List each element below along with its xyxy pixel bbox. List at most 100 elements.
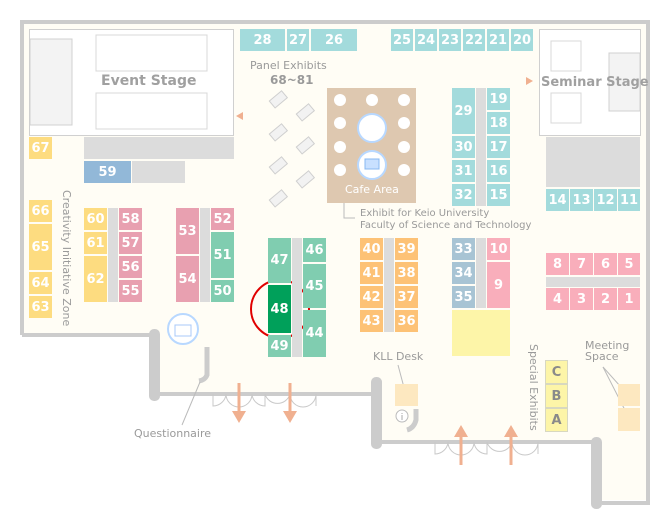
booth-65[interactable]: 65 [29, 224, 52, 270]
booth-26[interactable]: 26 [311, 29, 357, 51]
booth-14[interactable]: 14 [546, 189, 569, 211]
booth-66[interactable]: 66 [29, 200, 52, 222]
booth-9[interactable]: 9 [487, 262, 510, 308]
booth-5[interactable]: 5 [618, 253, 640, 275]
booth-27[interactable]: 27 [287, 29, 309, 51]
booth-8[interactable]: 8 [546, 253, 569, 275]
aisle [132, 161, 185, 183]
booth-49[interactable]: 49 [268, 335, 291, 357]
booth-15[interactable]: 15 [487, 184, 510, 206]
booth-23[interactable]: 23 [439, 29, 461, 51]
meeting-space-2[interactable] [618, 408, 640, 431]
booth-3[interactable]: 3 [570, 288, 593, 310]
booth-52[interactable]: 52 [211, 208, 234, 230]
booth-50[interactable]: 50 [211, 280, 234, 302]
panel-exhibits-label: Panel Exhibits [250, 59, 327, 72]
booth-24[interactable]: 24 [415, 29, 437, 51]
meeting-space-label: Meeting Space [585, 339, 630, 363]
booth-37[interactable]: 37 [395, 286, 418, 308]
booth-10[interactable]: 10 [487, 238, 510, 260]
booth-b[interactable]: B [545, 384, 568, 408]
booth-6[interactable]: 6 [594, 253, 617, 275]
booth-56[interactable]: 56 [119, 256, 142, 278]
info-icon [395, 409, 409, 423]
booth-42[interactable]: 42 [360, 286, 383, 308]
ballot-box-icon [357, 113, 387, 143]
kll-desk-label: KLL Desk [373, 350, 424, 363]
aisle [546, 137, 640, 187]
aisle [84, 137, 234, 159]
booth-11[interactable]: 11 [618, 189, 640, 211]
booth-29[interactable]: 29 [452, 88, 475, 134]
booth-43[interactable]: 43 [360, 310, 383, 332]
booth-51[interactable]: 51 [211, 232, 234, 278]
cafe-area-label: Cafe Area [345, 183, 399, 196]
booth-54[interactable]: 54 [176, 256, 199, 302]
booth-16[interactable]: 16 [487, 160, 510, 182]
booth-47[interactable]: 47 [268, 238, 291, 283]
booth-34[interactable]: 34 [452, 262, 475, 284]
meeting-space-1[interactable] [618, 384, 640, 406]
aisle [476, 238, 486, 308]
booth-48-highlighted[interactable]: 48 [268, 285, 291, 333]
panel-range-label: 68~81 [270, 73, 314, 87]
booth-58[interactable]: 58 [119, 208, 142, 230]
booth-38[interactable]: 38 [395, 262, 418, 284]
booth-36[interactable]: 36 [395, 310, 418, 332]
event-stage-label: Event Stage [101, 73, 197, 89]
aisle [292, 238, 302, 357]
seminar-stage-label: Seminar Stage [541, 75, 649, 90]
booth-59[interactable]: 59 [84, 161, 131, 183]
booth-45[interactable]: 45 [303, 264, 326, 308]
booth-a[interactable]: A [545, 408, 568, 432]
booth-4[interactable]: 4 [546, 288, 569, 310]
booth-61[interactable]: 61 [84, 232, 107, 254]
ballot-box-icon [167, 313, 199, 345]
booth-62[interactable]: 62 [84, 256, 107, 302]
aisle [200, 208, 210, 302]
aisle [476, 88, 486, 206]
booth-1[interactable]: 1 [618, 288, 640, 310]
booth-25[interactable]: 25 [391, 29, 413, 51]
booth-46[interactable]: 46 [303, 238, 326, 262]
aisle [384, 238, 394, 332]
booth-12[interactable]: 12 [594, 189, 617, 211]
booth-63[interactable]: 63 [29, 296, 52, 318]
booth-44[interactable]: 44 [303, 310, 326, 357]
booth-53[interactable]: 53 [176, 208, 199, 254]
aisle [546, 277, 640, 287]
questionnaire-label: Questionnaire [134, 427, 212, 440]
booth-32[interactable]: 32 [452, 184, 475, 206]
booth-40[interactable]: 40 [360, 238, 383, 260]
booth-30[interactable]: 30 [452, 136, 475, 158]
kll-desk[interactable] [395, 384, 418, 406]
booth-22[interactable]: 22 [463, 29, 485, 51]
booth-35[interactable]: 35 [452, 286, 475, 308]
booth-19[interactable]: 19 [487, 88, 510, 110]
booth-55[interactable]: 55 [119, 280, 142, 302]
booth-c[interactable]: C [545, 360, 568, 384]
booth-7[interactable]: 7 [570, 253, 593, 275]
booth-20[interactable]: 20 [511, 29, 533, 51]
booth-31[interactable]: 31 [452, 160, 475, 182]
creativity-zone-label: Creativity Initiative Zone [60, 190, 73, 327]
booth-28[interactable]: 28 [240, 29, 285, 51]
booth-17[interactable]: 17 [487, 136, 510, 158]
booth-57[interactable]: 57 [119, 232, 142, 254]
booth-60[interactable]: 60 [84, 208, 107, 230]
robot-exhibit-area [452, 310, 510, 356]
booth-67[interactable]: 67 [29, 137, 52, 159]
booth-18[interactable]: 18 [487, 112, 510, 134]
keio-exhibit-label-1: Exhibit for Keio University [360, 208, 490, 219]
booth-39[interactable]: 39 [395, 238, 418, 260]
booth-33[interactable]: 33 [452, 238, 475, 260]
booth-64[interactable]: 64 [29, 272, 52, 294]
booth-2[interactable]: 2 [594, 288, 617, 310]
booth-21[interactable]: 21 [487, 29, 509, 51]
booth-13[interactable]: 13 [570, 189, 593, 211]
keio-exhibit-label-2: Faculty of Science and Technology [360, 220, 532, 231]
aisle [108, 208, 118, 302]
special-exhibits-label: Special Exhibits [527, 344, 540, 431]
booth-41[interactable]: 41 [360, 262, 383, 284]
